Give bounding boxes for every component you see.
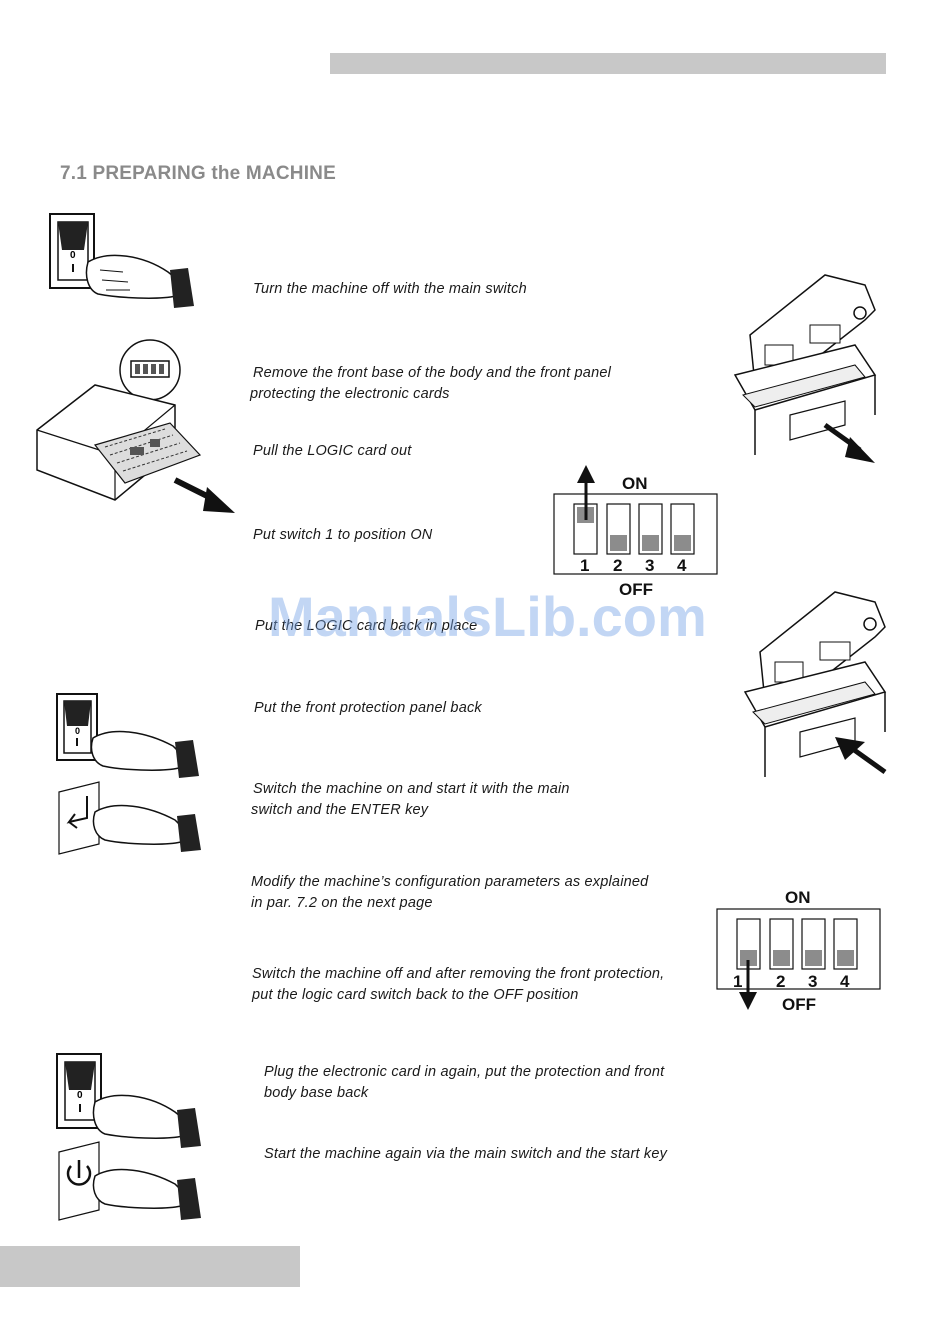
dip-num-4: 4 [840, 972, 850, 991]
dip-num-2: 2 [613, 556, 622, 575]
dip-on-label: ON [785, 888, 811, 907]
step-line: Switch the machine off and after removin… [252, 966, 665, 982]
step-7: Switch the machine on and start it with … [251, 779, 570, 821]
step-line: put the logic card switch back to the OF… [252, 987, 579, 1003]
circuit-board-icon [36, 339, 235, 513]
step-5: Put the LOGIC card back in place [255, 616, 477, 637]
footer-bar [0, 1246, 300, 1287]
step-line: switch and the ENTER key [251, 802, 429, 818]
enter-key-icon [58, 781, 201, 855]
step-line: Plug the electronic card in again, put t… [264, 1064, 665, 1080]
section-title: 7.1 PREPARING the MACHINE [60, 163, 336, 184]
step-11: Start the machine again via the main swi… [264, 1144, 667, 1165]
step-line: Modify the machine’s configuration param… [251, 874, 649, 890]
espresso-machine-icon [733, 274, 877, 463]
step-line: body base back [264, 1085, 369, 1101]
step-10: Plug the electronic card in again, put t… [264, 1062, 664, 1104]
step-line: Start the machine again via the main swi… [264, 1146, 668, 1162]
main-switch-icon: 0 [56, 693, 199, 778]
dip-off-label: OFF [782, 995, 816, 1014]
step-line: Put the front protection panel back [254, 700, 482, 716]
step-line: Put the LOGIC card back in place [255, 618, 478, 634]
svg-text:0: 0 [77, 1090, 83, 1101]
svg-text:0: 0 [70, 250, 76, 261]
dip-num-1: 1 [733, 972, 742, 991]
step-line: Switch the machine on and start it with … [253, 781, 570, 797]
dip-num-4: 4 [677, 556, 687, 575]
step-line: Put switch 1 to position ON [253, 527, 433, 543]
watermark: ManualsLib.com [268, 585, 707, 648]
step-2: Remove the front base of the body and th… [250, 363, 612, 405]
step-8: Modify the machine’s configuration param… [251, 872, 648, 914]
step-3: Pull the LOGIC card out [253, 441, 412, 462]
dip-num-1: 1 [580, 556, 589, 575]
power-key-icon [58, 1141, 201, 1221]
dip-off-label: OFF [619, 580, 653, 599]
dip-num-3: 3 [808, 972, 817, 991]
step-1: Turn the machine off with the main switc… [253, 279, 527, 300]
step-9: Switch the machine off and after removin… [252, 964, 664, 1006]
step-line: in par. 7.2 on the next page [251, 895, 433, 911]
step-line: Remove the front base of the body and th… [253, 365, 612, 381]
step-line: protecting the electronic cards [250, 386, 450, 402]
dip-switch-off: ON 1 2 3 4 OFF [716, 888, 881, 1014]
espresso-machine-icon [743, 591, 887, 777]
step-4: Put switch 1 to position ON [253, 525, 432, 546]
step-6: Put the front protection panel back [254, 698, 482, 719]
dip-on-label: ON [622, 474, 648, 493]
step-line: Turn the machine off with the main switc… [253, 281, 527, 297]
step-line: Pull the LOGIC card out [253, 443, 412, 459]
main-switch-icon: 0 [56, 1053, 201, 1148]
header-bar [330, 53, 886, 74]
dip-switch-on: ON 1 2 3 4 OFF [553, 465, 718, 599]
main-switch-icon: 0 [49, 213, 194, 308]
dip-num-2: 2 [776, 972, 785, 991]
dip-num-3: 3 [645, 556, 654, 575]
svg-text:0: 0 [75, 726, 80, 736]
